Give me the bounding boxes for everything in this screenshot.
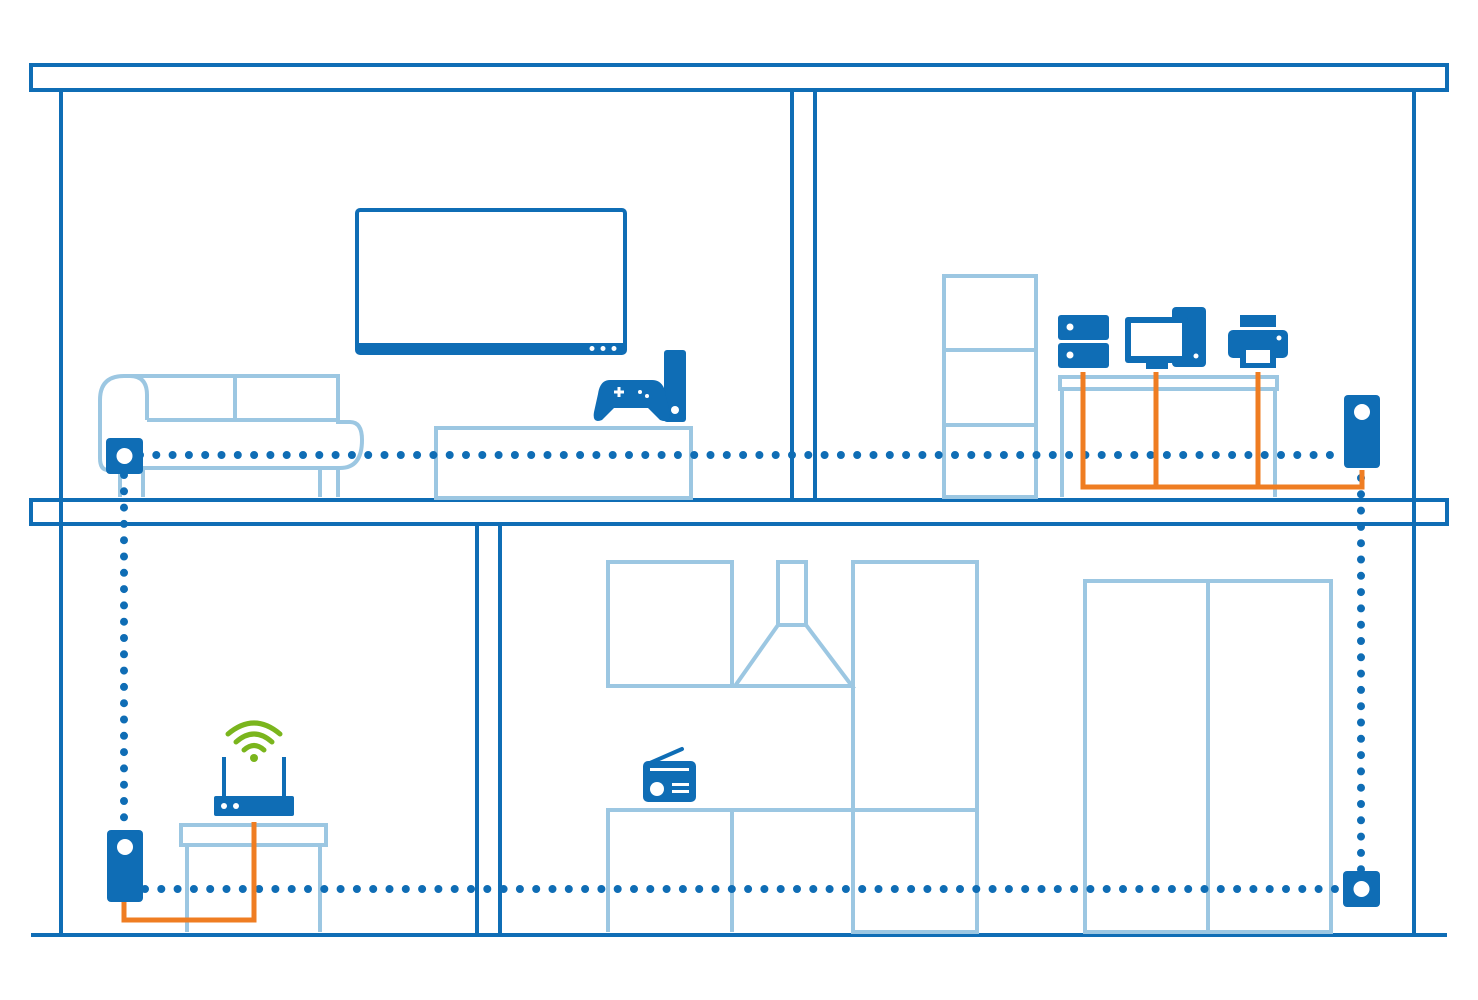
radio-icon <box>643 747 696 802</box>
desk <box>1058 375 1279 497</box>
tv-icon <box>355 208 627 355</box>
wardrobe-icon <box>1083 579 1333 934</box>
powerline-adapter-icon <box>1343 871 1380 907</box>
printer-icon <box>1228 315 1288 368</box>
upper-divider-wall <box>790 88 817 502</box>
game-console-icon <box>593 350 686 422</box>
ethernet-router <box>121 822 257 923</box>
kitchen-icon <box>606 560 979 934</box>
roof-beam <box>29 63 1449 92</box>
wifi-icon <box>225 720 283 762</box>
tv-stand <box>434 426 693 500</box>
bookshelf-icon <box>942 274 1038 499</box>
ethernet-office <box>1080 372 1365 490</box>
router-icon <box>214 757 294 816</box>
powerline-adapter-icon <box>106 438 143 474</box>
powerline-adapter-icon <box>107 830 143 902</box>
lower-divider-wall <box>475 522 502 937</box>
ethernet-cables <box>121 372 1365 923</box>
powerline-adapter-icon <box>1344 395 1380 468</box>
powerline-connections <box>120 451 1365 893</box>
house-structure <box>29 63 1449 937</box>
floor-slab <box>29 498 1449 526</box>
computer-icon <box>1125 307 1206 369</box>
server-icon <box>1058 315 1109 368</box>
sofa-icon <box>98 374 365 497</box>
